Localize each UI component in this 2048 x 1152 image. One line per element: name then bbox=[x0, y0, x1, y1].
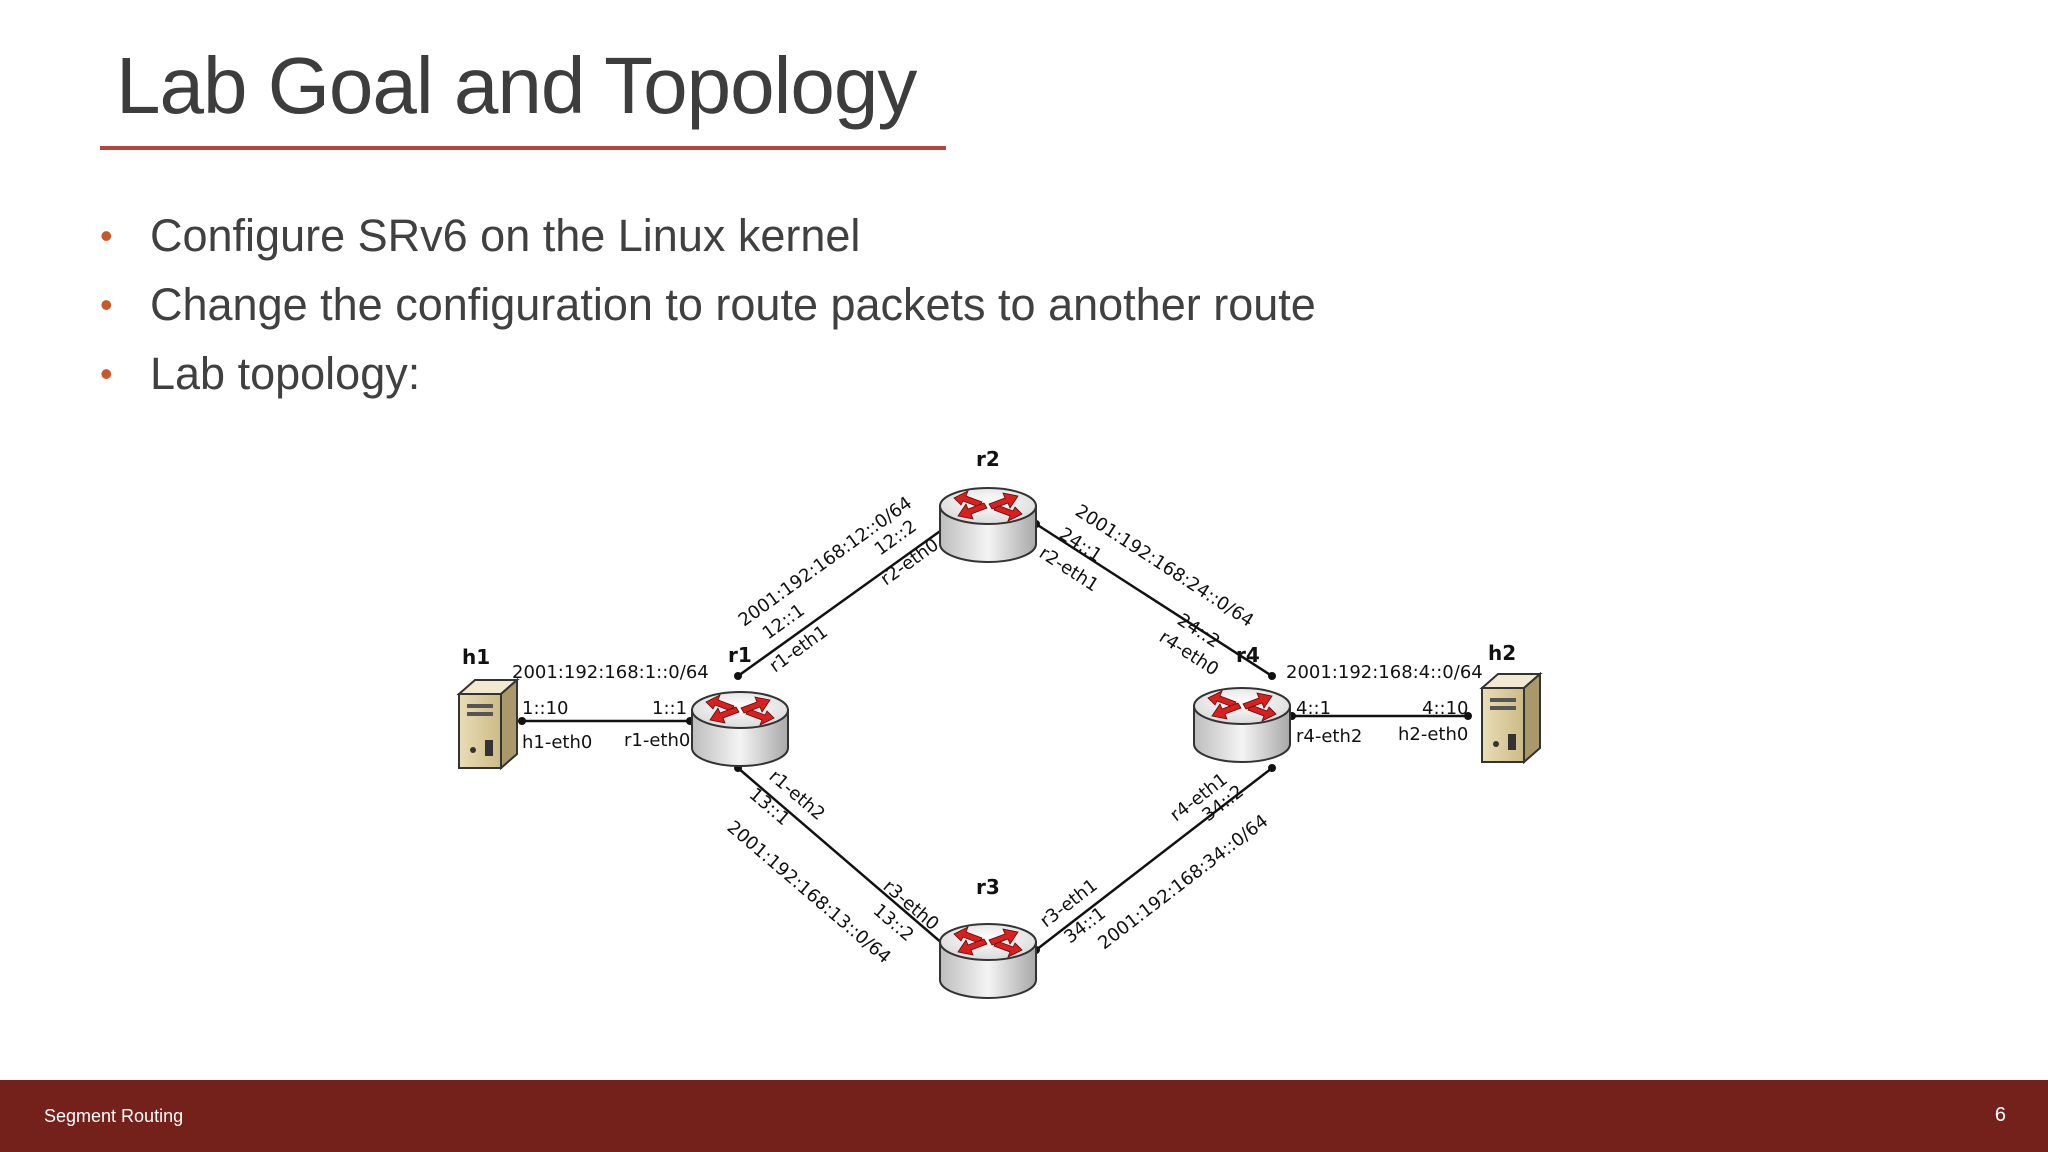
address-label: 4::1 bbox=[1296, 698, 1331, 719]
router-r3-icon bbox=[939, 923, 1037, 999]
interface-label: r4-eth2 bbox=[1296, 726, 1362, 747]
subnet-label: 2001:192:168:34::0/64 bbox=[1094, 811, 1272, 954]
slide-title: Lab Goal and Topology bbox=[116, 41, 917, 130]
bullet-icon: • bbox=[100, 284, 113, 325]
subnet-label: 2001:192:168:12::0/64 bbox=[735, 493, 916, 632]
router-r1-icon bbox=[691, 691, 789, 767]
page-number: 6 bbox=[1994, 1104, 2006, 1126]
node-label-r1: r1 bbox=[728, 643, 752, 667]
interface-label: h2-eth0 bbox=[1398, 724, 1468, 745]
address-label: 4::10 bbox=[1422, 698, 1469, 719]
address-label: 1::1 bbox=[652, 698, 687, 719]
address-label: 1::10 bbox=[522, 698, 569, 719]
node-label-h1: h1 bbox=[462, 645, 490, 669]
node-label-r4: r4 bbox=[1236, 643, 1260, 667]
title-underline bbox=[100, 146, 946, 150]
subnet-label: 2001:192:168:13::0/64 bbox=[723, 817, 895, 968]
topology-diagram: h1 h2 r1 r2 r3 r4 2001:192:168:1::0/64 1… bbox=[458, 447, 1541, 999]
subnet-label: 2001:192:168:1::0/64 bbox=[512, 662, 709, 683]
link-lines bbox=[522, 522, 1468, 951]
bullet-text: Change the configuration to route packet… bbox=[150, 279, 1316, 330]
host-h2-icon bbox=[1481, 673, 1541, 763]
bullet-text: Configure SRv6 on the Linux kernel bbox=[150, 210, 861, 261]
node-label-r3: r3 bbox=[976, 875, 1000, 899]
node-label-h2: h2 bbox=[1488, 641, 1516, 665]
bullet-icon: • bbox=[100, 215, 113, 256]
interface-label: h1-eth0 bbox=[522, 732, 592, 753]
bullet-item: • Lab topology: bbox=[100, 348, 1316, 417]
footer-bar: Segment Routing 6 bbox=[0, 1080, 2048, 1152]
router-r4-icon bbox=[1193, 687, 1291, 763]
host-h1-icon bbox=[458, 679, 518, 769]
bullet-item: • Change the configuration to route packe… bbox=[100, 279, 1316, 348]
bullet-list: • Configure SRv6 on the Linux kernel • Cha… bbox=[100, 210, 1316, 417]
node-label-r2: r2 bbox=[976, 447, 1000, 471]
subnet-label: 2001:192:168:4::0/64 bbox=[1286, 662, 1483, 683]
router-r2-icon bbox=[939, 487, 1037, 563]
bullet-text: Lab topology: bbox=[150, 348, 421, 399]
interface-label: r1-eth0 bbox=[624, 730, 690, 751]
bullet-icon: • bbox=[100, 353, 113, 394]
bullet-item: • Configure SRv6 on the Linux kernel bbox=[100, 210, 1316, 279]
footer-title: Segment Routing bbox=[44, 1106, 184, 1126]
